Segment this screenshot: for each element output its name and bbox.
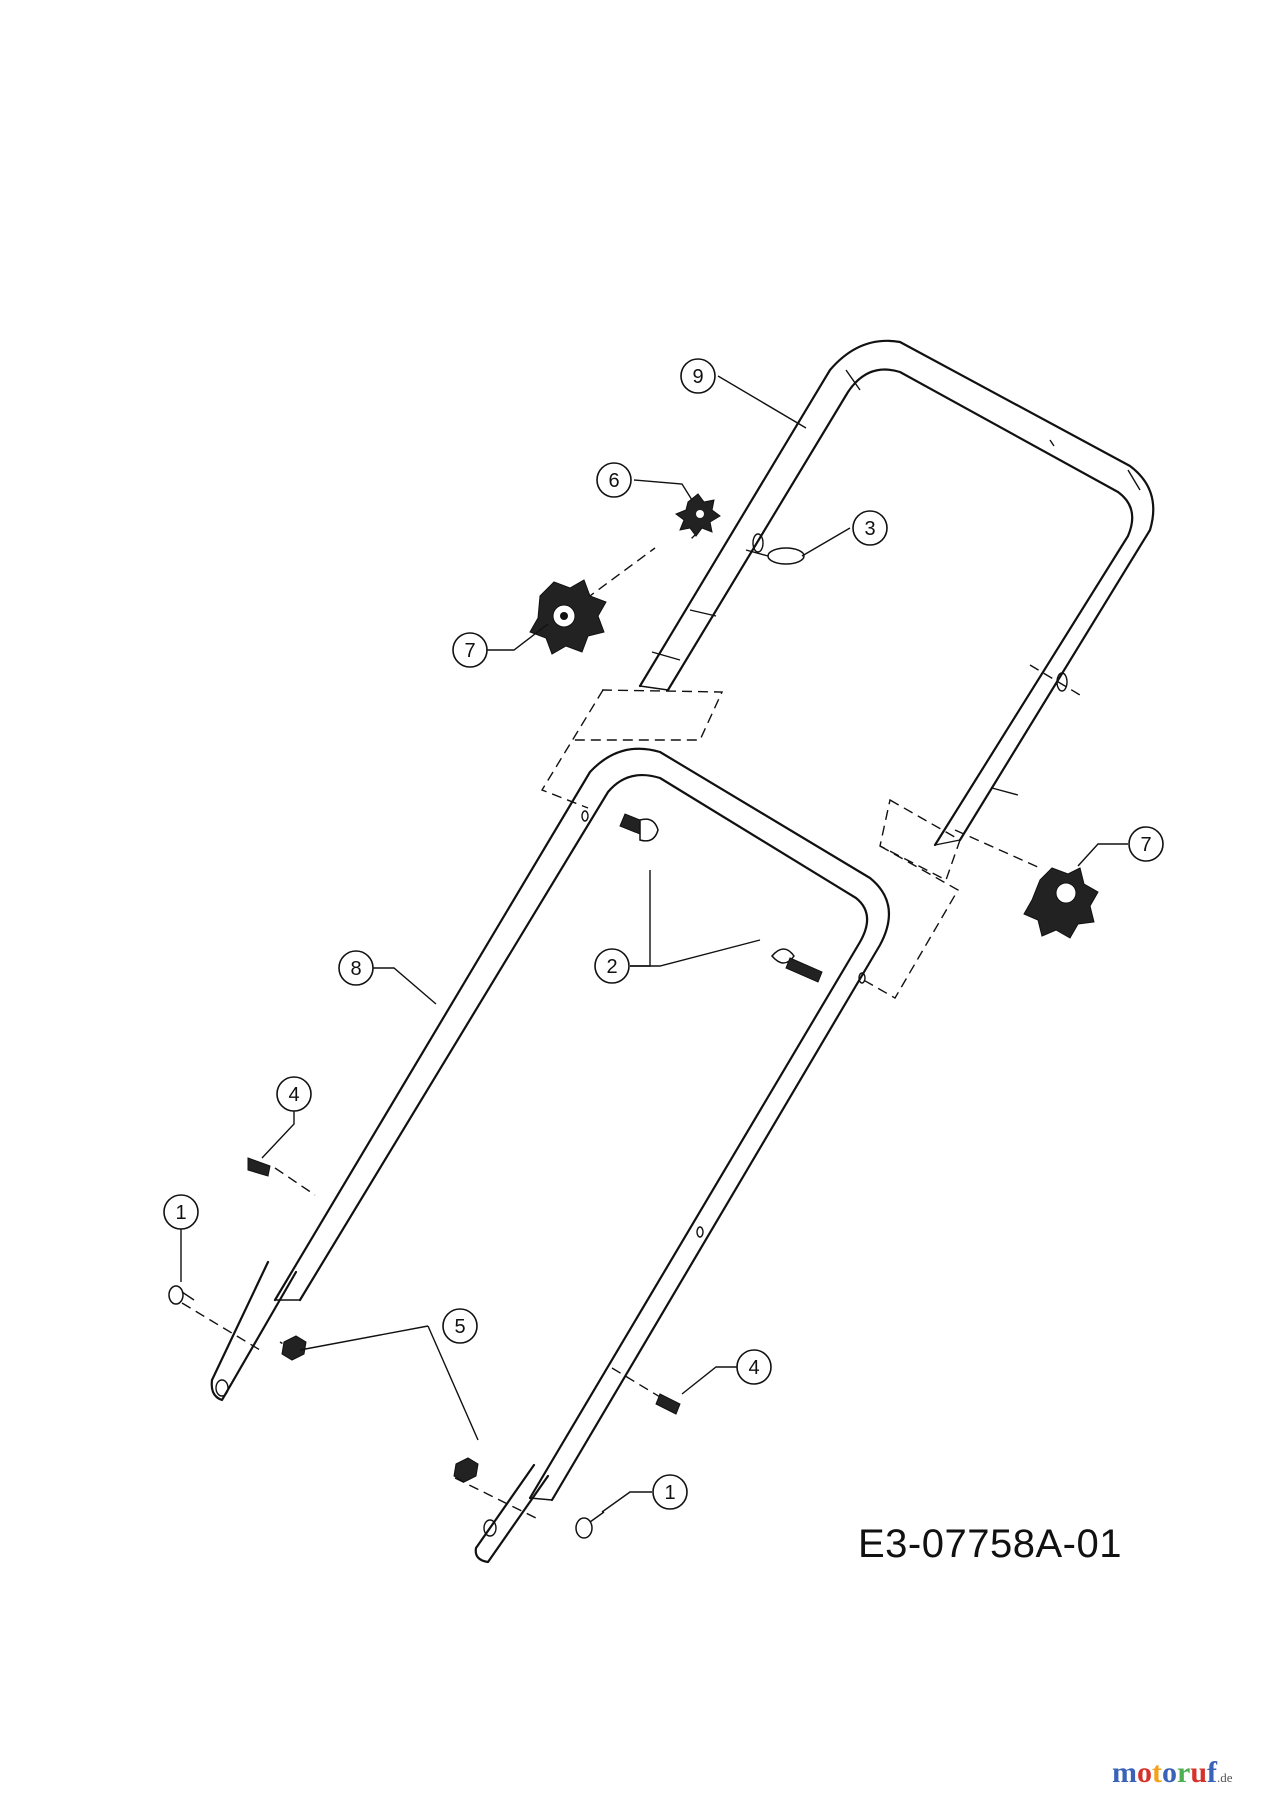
knob-7-upper-icon bbox=[529, 579, 607, 655]
callout-1a: 1 bbox=[163, 1194, 199, 1230]
watermark-letter: t bbox=[1152, 1756, 1162, 1789]
watermark-letter: o bbox=[1137, 1756, 1152, 1789]
alignment-guides bbox=[181, 519, 1081, 1521]
callout-7b: 7 bbox=[1128, 826, 1164, 862]
callout-2: 2 bbox=[594, 948, 630, 984]
svg-text:5: 5 bbox=[454, 1316, 465, 1338]
callout-5: 5 bbox=[442, 1308, 478, 1344]
callout-3: 3 bbox=[852, 510, 888, 546]
screw-1-lower-icon bbox=[575, 1511, 605, 1539]
watermark-suffix: .de bbox=[1217, 1770, 1233, 1785]
pin-3-icon bbox=[745, 547, 805, 565]
watermark-letter: m bbox=[1112, 1756, 1137, 1789]
callout-4a: 4 bbox=[276, 1076, 312, 1112]
knob-6-icon bbox=[674, 493, 721, 537]
svg-text:8: 8 bbox=[350, 958, 361, 980]
callout-8: 8 bbox=[338, 950, 374, 986]
nut-5-lower-icon bbox=[453, 1457, 479, 1483]
watermark-letter: r bbox=[1177, 1756, 1191, 1789]
watermark-letter: o bbox=[1162, 1756, 1177, 1789]
callout-4b: 4 bbox=[736, 1349, 772, 1385]
drawing-code: E3-07758A-01 bbox=[858, 1522, 1122, 1566]
bolt-2-upper-icon bbox=[619, 813, 659, 842]
motoruf-watermark-logo: motoruf.de bbox=[1112, 1756, 1233, 1790]
svg-text:4: 4 bbox=[288, 1084, 299, 1106]
leader-lines bbox=[180, 375, 1128, 1513]
svg-text:1: 1 bbox=[664, 1482, 675, 1504]
callout-7a: 7 bbox=[452, 632, 488, 668]
upper-handle bbox=[638, 339, 1155, 847]
svg-text:6: 6 bbox=[608, 470, 619, 492]
callout-1b: 1 bbox=[652, 1474, 688, 1510]
watermark-letter: u bbox=[1190, 1756, 1208, 1789]
nut-5-upper-icon bbox=[281, 1335, 307, 1361]
lower-handle bbox=[210, 747, 891, 1564]
svg-text:7: 7 bbox=[464, 640, 475, 662]
bolt-4-lower-icon bbox=[655, 1393, 681, 1415]
screw-1-upper-icon bbox=[168, 1285, 195, 1305]
watermark-letter: f bbox=[1207, 1756, 1218, 1789]
svg-text:2: 2 bbox=[606, 956, 617, 978]
knob-7-lower-icon bbox=[1023, 867, 1099, 939]
svg-text:9: 9 bbox=[692, 366, 703, 388]
svg-text:1: 1 bbox=[175, 1202, 186, 1224]
bolt-2-lower-icon bbox=[771, 948, 823, 983]
svg-text:4: 4 bbox=[748, 1357, 759, 1379]
callout-9: 9 bbox=[680, 358, 716, 394]
svg-text:3: 3 bbox=[864, 518, 875, 540]
callout-6: 6 bbox=[596, 462, 632, 498]
bolt-4-upper-icon bbox=[247, 1157, 271, 1177]
svg-text:7: 7 bbox=[1140, 834, 1151, 856]
